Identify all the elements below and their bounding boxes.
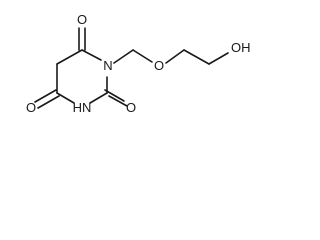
atom-n1: N: [103, 58, 112, 73]
bond-c4-o-left-a: [34, 89, 57, 103]
bonds: [34, 27, 229, 109]
bond-oether-ch2b: [165, 49, 185, 64]
bond-n1-c6: [81, 49, 102, 61]
bond-c2-o-right-b: [108, 95, 128, 107]
bond-c2-o-right-a: [104, 89, 125, 102]
bond-ch2c-oh: [208, 52, 229, 65]
atom-o-left: O: [26, 100, 36, 115]
bond-c4-o-left-b: [37, 95, 60, 109]
chemical-structure: O N O OH O HN O: [26, 12, 251, 115]
bond-c6-c5: [56, 49, 83, 65]
atom-oh: OH: [231, 40, 251, 55]
atom-o-top: O: [77, 12, 87, 27]
bond-n3-c2: [89, 92, 108, 104]
atom-nh: HN: [73, 100, 92, 115]
atom-o-ether: O: [154, 58, 164, 73]
bond-n1-ch2: [113, 49, 134, 64]
atom-o-right: O: [126, 100, 136, 115]
bond-c4-n3: [56, 92, 75, 104]
bond-ch2-oether: [132, 49, 153, 63]
bond-ch2b-ch2c: [183, 49, 210, 65]
atom-labels: O N O OH O HN O: [26, 12, 251, 115]
